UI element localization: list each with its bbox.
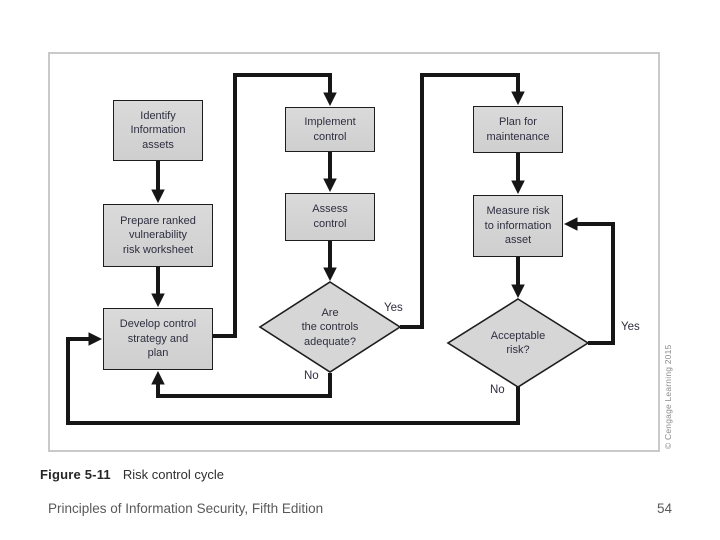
node-identify-information-assets: Identify Information assets xyxy=(113,100,203,161)
page-number: 54 xyxy=(656,501,672,516)
node-develop-control-strategy-and-plan: Develop control strategy and plan xyxy=(103,308,213,370)
decision-controls-adequate-shape xyxy=(258,281,402,373)
node-plan-for-maintenance: Plan for maintenance xyxy=(473,106,563,153)
figure-caption-label: Figure 5-11 xyxy=(40,467,111,482)
connector-acceptable-risk-no-to-develop xyxy=(66,332,520,425)
connector-acceptable-risk-yes-to-measure xyxy=(563,217,615,345)
edge-label-acceptable-risk-no: No xyxy=(490,384,505,396)
edge-label-controls-adequate-yes: Yes xyxy=(384,302,403,314)
footer-book-title: Principles of Information Security, Fift… xyxy=(48,501,324,516)
node-measure-risk-to-information-asset: Measure risk to information asset xyxy=(473,195,563,257)
edge-label-controls-adequate-no: No xyxy=(304,370,319,382)
node-implement-control: Implement control xyxy=(285,107,375,152)
connector-controls-adequate-yes-to-plan xyxy=(400,73,525,329)
decision-acceptable-risk-shape xyxy=(446,298,590,388)
node-prepare-ranked-vulnerability-risk-worksheet: Prepare ranked vulnerability risk worksh… xyxy=(103,204,213,267)
decision-acceptable-risk-label: Acceptable risk? xyxy=(490,330,546,357)
connector-controls-adequate-no-to-develop xyxy=(151,370,332,398)
decision-controls-adequate-label: Are the controls adequate? xyxy=(301,307,359,348)
node-assess-control: Assess control xyxy=(285,193,375,241)
figure-caption-title: Risk control cycle xyxy=(122,467,224,482)
copyright-credit: © Cengage Learning 2015 xyxy=(663,344,673,449)
figure-caption: Figure 5-11 Risk control cycle xyxy=(40,467,224,482)
edge-label-acceptable-risk-yes: Yes xyxy=(621,321,640,333)
connector-develop-to-implement xyxy=(213,73,337,338)
